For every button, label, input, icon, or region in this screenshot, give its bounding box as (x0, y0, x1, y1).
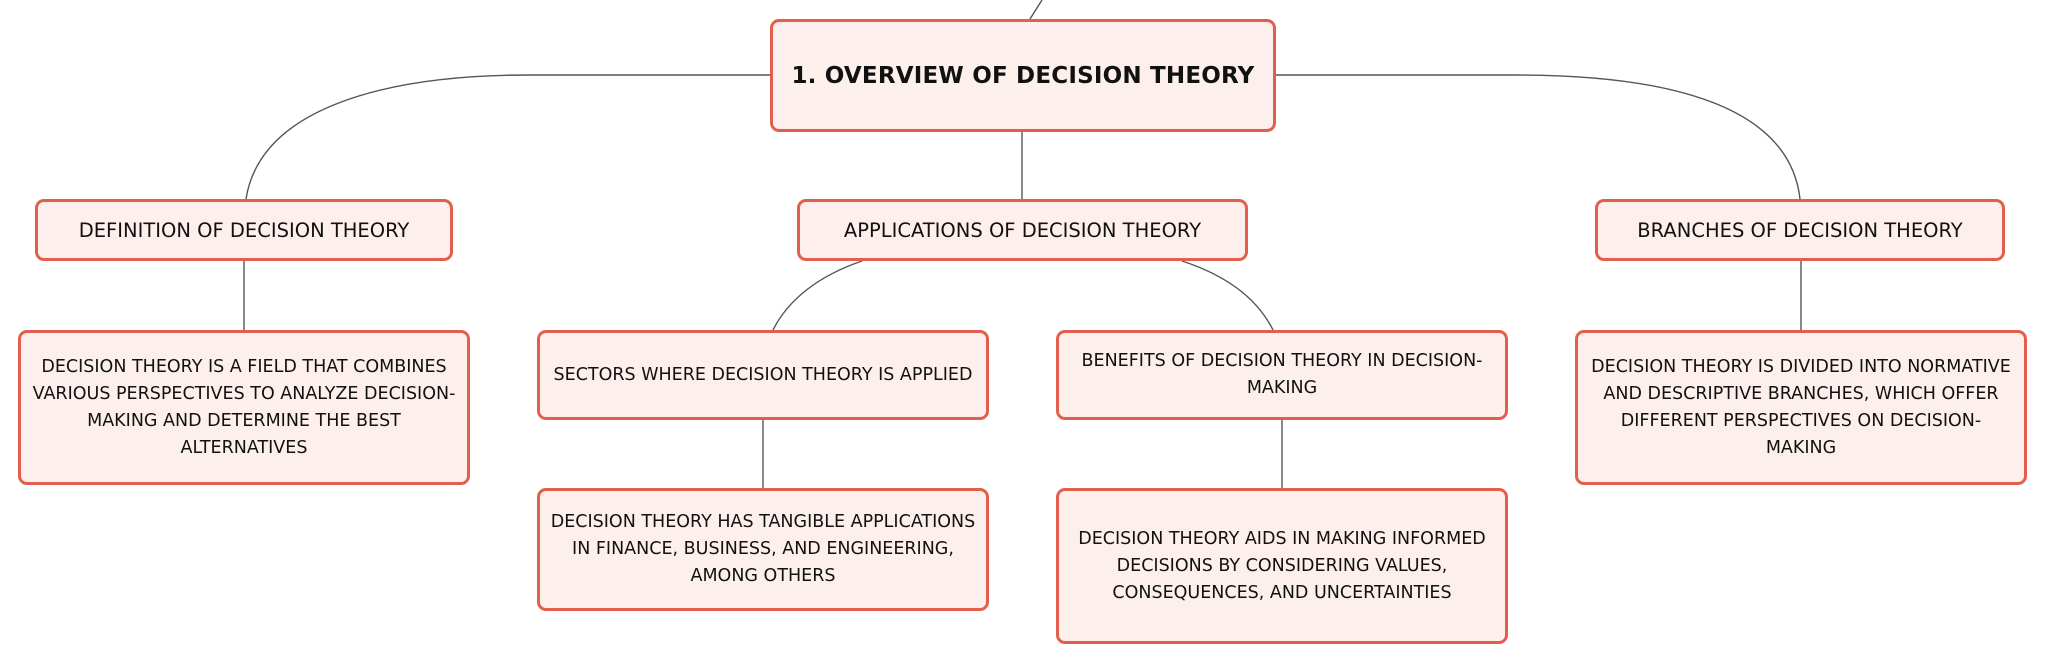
connector-applications-sectors (772, 260, 863, 331)
sectors-node[interactable]: SECTORS WHERE DECISION THEORY IS APPLIED (537, 330, 989, 420)
benefits-description-text: DECISION THEORY AIDS IN MAKING INFORMED … (1078, 528, 1486, 603)
connector-root-definition (245, 74, 770, 200)
benefits-node[interactable]: BENEFITS OF DECISION THEORY IN DECISION-… (1056, 330, 1508, 420)
connector-applications-benefits (1181, 260, 1274, 331)
branches-node-label: BRANCHES OF DECISION THEORY (1637, 218, 1963, 242)
applications-node-label: APPLICATIONS OF DECISION THEORY (843, 218, 1202, 242)
definition-description-node[interactable]: DECISION THEORY IS A FIELD THAT COMBINES… (18, 330, 470, 485)
connector-root-branches (1276, 74, 1801, 200)
definition-node[interactable]: DEFINITION OF DECISION THEORY (35, 199, 453, 261)
connector-incoming-root (1029, 0, 1043, 20)
definition-node-label: DEFINITION OF DECISION THEORY (78, 218, 410, 242)
sectors-description-node[interactable]: DECISION THEORY HAS TANGIBLE APPLICATION… (537, 488, 989, 611)
sectors-node-label: SECTORS WHERE DECISION THEORY IS APPLIED (553, 364, 973, 385)
branches-description-node[interactable]: DECISION THEORY IS DIVIDED INTO NORMATIV… (1575, 330, 2027, 485)
benefits-node-label: BENEFITS OF DECISION THEORY IN DECISION-… (1081, 351, 1483, 398)
root-node-label: 1. OVERVIEW OF DECISION THEORY (791, 62, 1255, 89)
benefits-description-node[interactable]: DECISION THEORY AIDS IN MAKING INFORMED … (1056, 488, 1508, 644)
branches-node[interactable]: BRANCHES OF DECISION THEORY (1595, 199, 2005, 261)
applications-node[interactable]: APPLICATIONS OF DECISION THEORY (797, 199, 1248, 261)
root-node[interactable]: 1. OVERVIEW OF DECISION THEORY (770, 19, 1276, 132)
branches-description-text: DECISION THEORY IS DIVIDED INTO NORMATIV… (1591, 356, 2011, 458)
sectors-description-text: DECISION THEORY HAS TANGIBLE APPLICATION… (550, 512, 976, 586)
definition-description-text: DECISION THEORY IS A FIELD THAT COMBINES… (32, 356, 456, 458)
